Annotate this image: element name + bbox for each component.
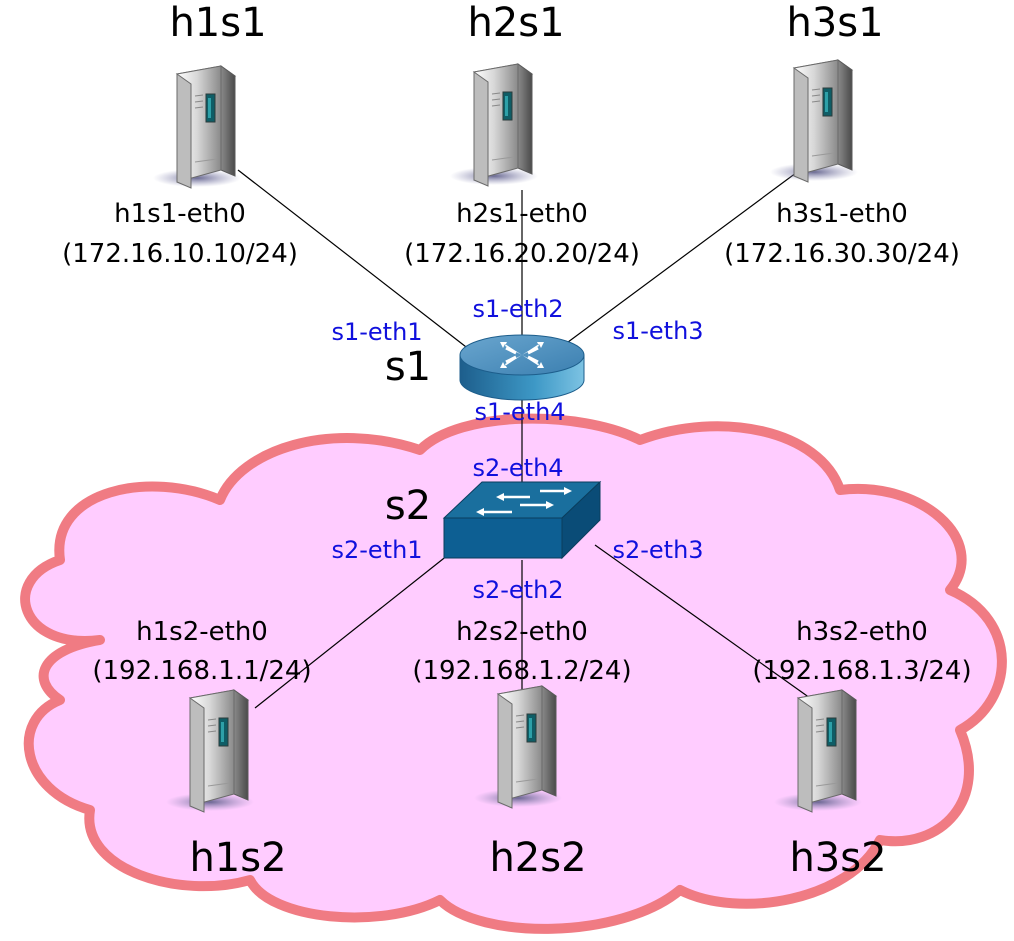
s2-network-cloud <box>20 413 1007 934</box>
switch-label-s1: s1 <box>385 344 431 390</box>
links <box>237 169 811 709</box>
ip-label-h3s2: (192.168.1.3/24) <box>752 656 971 686</box>
iface-label-h3s1: h3s1-eth0 <box>776 199 908 229</box>
host-h1s1: h1s1 h1s1-eth0 (172.16.10.10/24) <box>62 0 298 269</box>
host-label-h2s2: h2s2 <box>489 835 586 881</box>
host-label-h3s2: h3s2 <box>789 835 886 881</box>
host-label-h2s1: h2s1 <box>467 0 564 46</box>
ip-label-h2s1: (172.16.20.20/24) <box>404 239 640 269</box>
iface-label-h2s1: h2s1-eth0 <box>456 199 588 229</box>
port-label-s1-eth2: s1-eth2 <box>472 295 563 323</box>
host-h3s1: h3s1 h3s1-eth0 (172.16.30.30/24) <box>724 0 960 269</box>
ip-label-h1s1: (172.16.10.10/24) <box>62 239 298 269</box>
port-label-s1-eth1: s1-eth1 <box>331 318 422 346</box>
host-h2s2: h2s2-eth0 (192.168.1.2/24) h2s2 <box>412 617 631 881</box>
link-h3s1-s1 <box>559 169 801 349</box>
iface-label-h1s1: h1s1-eth0 <box>114 199 246 229</box>
port-label-s2-eth4: s2-eth4 <box>472 454 563 482</box>
link-s2-h1s2 <box>254 554 449 709</box>
switch-s2: s2 s2-eth4 s2-eth1 s2-eth2 s2-eth3 <box>331 454 703 604</box>
host-h2s1: h2s1 h2s1-eth0 (172.16.20.20/24) <box>404 0 640 269</box>
switch-s1: s1 s1-eth1 s1-eth2 s1-eth3 s1-eth4 <box>331 295 703 426</box>
ip-label-h2s2: (192.168.1.2/24) <box>412 656 631 686</box>
server-icon <box>449 63 539 187</box>
port-label-s2-eth3: s2-eth3 <box>612 536 703 564</box>
host-label-h3s1: h3s1 <box>786 0 883 46</box>
port-label-s1-eth4: s1-eth4 <box>474 398 565 426</box>
host-label-h1s2: h1s2 <box>189 835 286 881</box>
link-s2-h3s2 <box>594 544 811 699</box>
cloud-shape <box>20 413 1007 934</box>
iface-label-h1s2: h1s2-eth0 <box>136 617 268 647</box>
switch-icon <box>442 480 602 560</box>
port-label-s2-eth2: s2-eth2 <box>472 576 563 604</box>
server-icon <box>152 65 242 189</box>
ip-label-h3s1: (172.16.30.30/24) <box>724 239 960 269</box>
switch-label-s2: s2 <box>385 483 431 529</box>
host-h1s2: h1s2-eth0 (192.168.1.1/24) h1s2 <box>92 617 311 881</box>
server-icon <box>769 59 859 183</box>
port-label-s2-eth1: s2-eth1 <box>331 536 422 564</box>
iface-label-h3s2: h3s2-eth0 <box>796 617 928 647</box>
port-label-s1-eth3: s1-eth3 <box>612 317 703 345</box>
host-h3s2: h3s2-eth0 (192.168.1.3/24) h3s2 <box>752 617 971 881</box>
router-icon <box>459 334 585 401</box>
host-label-h1s1: h1s1 <box>169 0 266 46</box>
link-h1s1-s1 <box>237 169 471 351</box>
ip-label-h1s2: (192.168.1.1/24) <box>92 656 311 686</box>
iface-label-h2s2: h2s2-eth0 <box>456 617 588 647</box>
